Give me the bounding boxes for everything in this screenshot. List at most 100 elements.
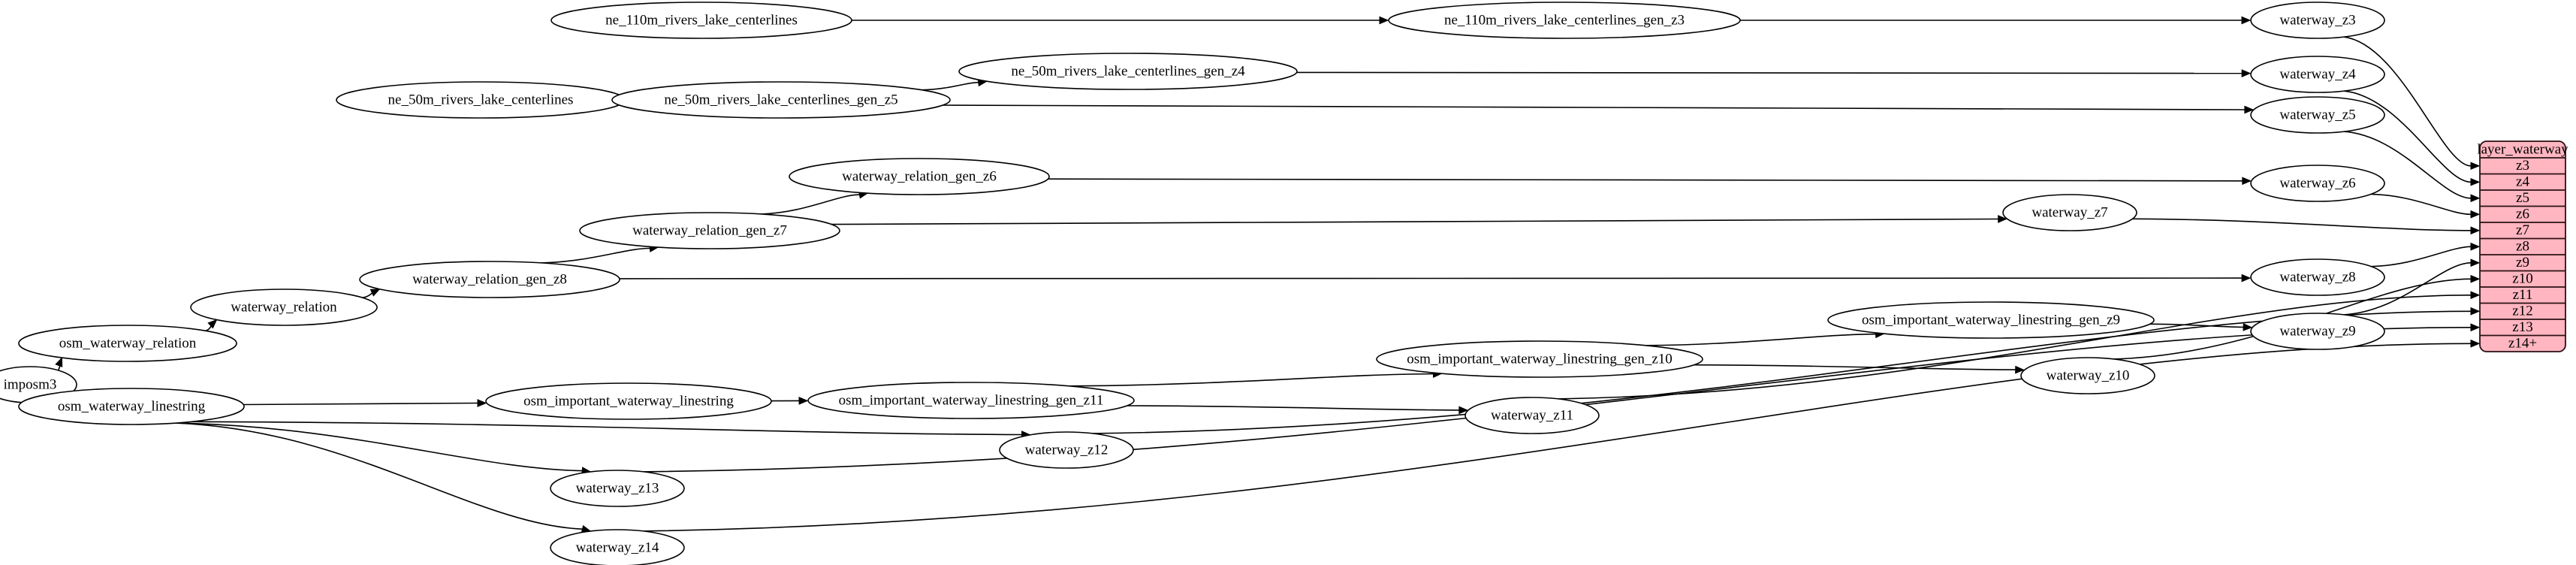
node-shape: [2250, 313, 2385, 350]
node-shape: [1388, 2, 1741, 39]
edge-waterway_z8--to--layer_waterway-z8: [2371, 246, 2472, 267]
node-shape: [18, 388, 245, 425]
node-shape: [1376, 340, 1703, 378]
arrowhead-icon: [2470, 291, 2481, 300]
record-row-label-z9[interactable]: z9: [2516, 255, 2529, 270]
edge-waterway_relation--to--waterway_relation_gen_z8: [362, 291, 374, 298]
record-row-label-z13[interactable]: z13: [2512, 319, 2532, 335]
node-osm_important_waterway_linestring[interactable]: osm_important_waterway_linestring: [485, 382, 772, 420]
arrowhead-icon: [1998, 215, 2007, 223]
arrowhead-icon: [2470, 226, 2481, 235]
node-waterway_z14[interactable]: waterway_z14: [550, 529, 685, 565]
node-shape: [550, 529, 685, 565]
node-shape: [1827, 301, 2155, 339]
edge-waterway_z7--to--layer_waterway-z7: [2132, 218, 2472, 231]
record-node-layer-waterway[interactable]: layer_waterwayz3z4z5z6z7z8z9z10z11z12z13…: [2477, 140, 2568, 352]
arrowhead-icon: [477, 399, 487, 407]
record-outline: [2479, 140, 2566, 352]
node-shape: [2250, 56, 2385, 93]
node-shape: [2250, 2, 2385, 39]
node-label-osm_important_waterway_linestring: osm_important_waterway_linestring: [523, 393, 734, 409]
node-waterway_z7[interactable]: waterway_z7: [2002, 194, 2137, 231]
node-waterway_z5[interactable]: waterway_z5: [2250, 96, 2385, 134]
node-waterway_relation_gen_z6[interactable]: waterway_relation_gen_z6: [789, 158, 1050, 195]
node-shape: [550, 470, 685, 507]
edge-waterway_z4--to--layer_waterway-z4: [2343, 90, 2472, 183]
node-waterway_z3[interactable]: waterway_z3: [2250, 2, 2385, 39]
node-waterway_z6[interactable]: waterway_z6: [2250, 165, 2385, 202]
record-row-label-z7[interactable]: z7: [2516, 222, 2529, 238]
record-header-label: layer_waterway: [2477, 141, 2568, 157]
node-label-waterway_relation_gen_z7: waterway_relation_gen_z7: [632, 222, 787, 238]
edge-osm_waterway_linestring--to--waterway_z14: [175, 422, 583, 530]
edge-osm_waterway_linestring--to--waterway_z12: [191, 421, 1022, 436]
node-osm_waterway_relation[interactable]: osm_waterway_relation: [18, 325, 237, 362]
arrowhead-icon: [2015, 365, 2025, 374]
record-row-label-z14plus[interactable]: z14+: [2508, 336, 2537, 352]
node-waterway_z9[interactable]: waterway_z9: [2250, 313, 2385, 350]
node-label-waterway_z11: waterway_z11: [1491, 407, 1573, 423]
node-ne_110m_rivers_lake_centerlines_gen_z3[interactable]: ne_110m_rivers_lake_centerlines_gen_z3: [1388, 2, 1741, 39]
node-osm_important_waterway_linestring_gen_z9[interactable]: osm_important_waterway_linestring_gen_z9: [1827, 301, 2155, 339]
node-label-waterway_z10: waterway_z10: [2047, 367, 2130, 383]
node-label-osm_important_waterway_linestring_gen_z11: osm_important_waterway_linestring_gen_z1…: [839, 392, 1104, 408]
arrowhead-icon: [2241, 16, 2252, 25]
arrowhead-icon: [2470, 307, 2481, 316]
node-label-waterway_relation: waterway_relation: [231, 299, 337, 315]
arrowhead-icon: [2470, 210, 2481, 219]
node-waterway_z11[interactable]: waterway_z11: [1464, 397, 1600, 434]
node-label-waterway_z6: waterway_z6: [2279, 175, 2355, 191]
node-label-waterway_z5: waterway_z5: [2279, 107, 2355, 122]
node-shape: [579, 212, 840, 249]
node-shape: [2250, 165, 2385, 202]
node-shape: [485, 382, 772, 420]
edge-osm_important_waterway_linestring_gen_z9--to--waterway_z9: [2149, 323, 2244, 328]
record-row-label-z4[interactable]: z4: [2516, 174, 2529, 190]
node-shape: [1464, 397, 1600, 434]
node-label-osm_waterway_relation: osm_waterway_relation: [59, 335, 197, 351]
record-row-label-z5[interactable]: z5: [2516, 190, 2529, 206]
edge-osm_important_waterway_linestring_gen_z11--to--osm_important_waterway_linestring_gen_z10: [1068, 373, 1434, 387]
node-waterway_z8[interactable]: waterway_z8: [2250, 258, 2385, 296]
node-shape: [2020, 357, 2155, 394]
edge-waterway_z13--to--layer_waterway-z13: [643, 327, 2472, 473]
node-label-waterway_z3: waterway_z3: [2279, 12, 2355, 28]
arrowhead-icon: [2470, 258, 2481, 267]
record-layer: layer_waterwayz3z4z5z6z7z8z9z10z11z12z13…: [2477, 140, 2568, 352]
node-ne_50m_rivers_lake_centerlines_gen_z4[interactable]: ne_50m_rivers_lake_centerlines_gen_z4: [958, 53, 1298, 90]
edge-waterway_z14--to--layer_waterway-z14-: [643, 343, 2472, 532]
node-waterway_relation_gen_z8[interactable]: waterway_relation_gen_z8: [359, 261, 620, 298]
edge-waterway_z3--to--layer_waterway-z3: [2343, 36, 2472, 167]
node-waterway_z4[interactable]: waterway_z4: [2250, 56, 2385, 93]
record-row-label-z11[interactable]: z11: [2513, 287, 2533, 303]
node-waterway_z12[interactable]: waterway_z12: [999, 431, 1134, 469]
node-shape: [789, 158, 1050, 195]
node-waterway_relation[interactable]: waterway_relation: [190, 289, 378, 326]
record-row-label-z12[interactable]: z12: [2512, 304, 2532, 319]
record-row-label-z3[interactable]: z3: [2516, 158, 2529, 174]
record-row-label-z8[interactable]: z8: [2516, 239, 2529, 255]
edge-waterway_relation_gen_z8--to--waterway_z8: [619, 277, 2243, 279]
node-label-waterway_relation_gen_z8: waterway_relation_gen_z8: [412, 271, 567, 287]
node-waterway_relation_gen_z7[interactable]: waterway_relation_gen_z7: [579, 212, 840, 249]
edge-osm_important_waterway_linestring_gen_z10--to--osm_important_waterway_linestring_gen_z9: [1645, 333, 1876, 346]
node-shape: [18, 325, 237, 362]
node-ne_110m_rivers_lake_centerlines[interactable]: ne_110m_rivers_lake_centerlines: [550, 2, 852, 39]
node-osm_important_waterway_linestring_gen_z11[interactable]: osm_important_waterway_linestring_gen_z1…: [807, 382, 1135, 419]
node-ne_50m_rivers_lake_centerlines[interactable]: ne_50m_rivers_lake_centerlines: [336, 81, 626, 119]
edge-osm_important_waterway_linestring_gen_z10--to--waterway_z10: [1694, 364, 2016, 370]
node-osm_waterway_linestring[interactable]: osm_waterway_linestring: [18, 388, 245, 425]
node-osm_important_waterway_linestring_gen_z10[interactable]: osm_important_waterway_linestring_gen_z1…: [1376, 340, 1703, 378]
node-shape: [2002, 194, 2137, 231]
record-row-label-z10[interactable]: z10: [2512, 271, 2532, 287]
record-row-label-z6[interactable]: z6: [2516, 207, 2529, 222]
node-waterway_z13[interactable]: waterway_z13: [550, 470, 685, 507]
arrowhead-icon: [2242, 177, 2252, 186]
node-label-waterway_relation_gen_z6: waterway_relation_gen_z6: [842, 168, 997, 184]
node-label-ne_110m_rivers_lake_centerlines: ne_110m_rivers_lake_centerlines: [605, 12, 798, 28]
arrowhead-icon: [798, 397, 809, 405]
node-waterway_z10[interactable]: waterway_z10: [2020, 357, 2155, 394]
node-ne_50m_rivers_lake_centerlines_gen_z5[interactable]: ne_50m_rivers_lake_centerlines_gen_z5: [611, 81, 951, 119]
edge-waterway_relation_gen_z6--to--waterway_z6: [1048, 178, 2243, 182]
